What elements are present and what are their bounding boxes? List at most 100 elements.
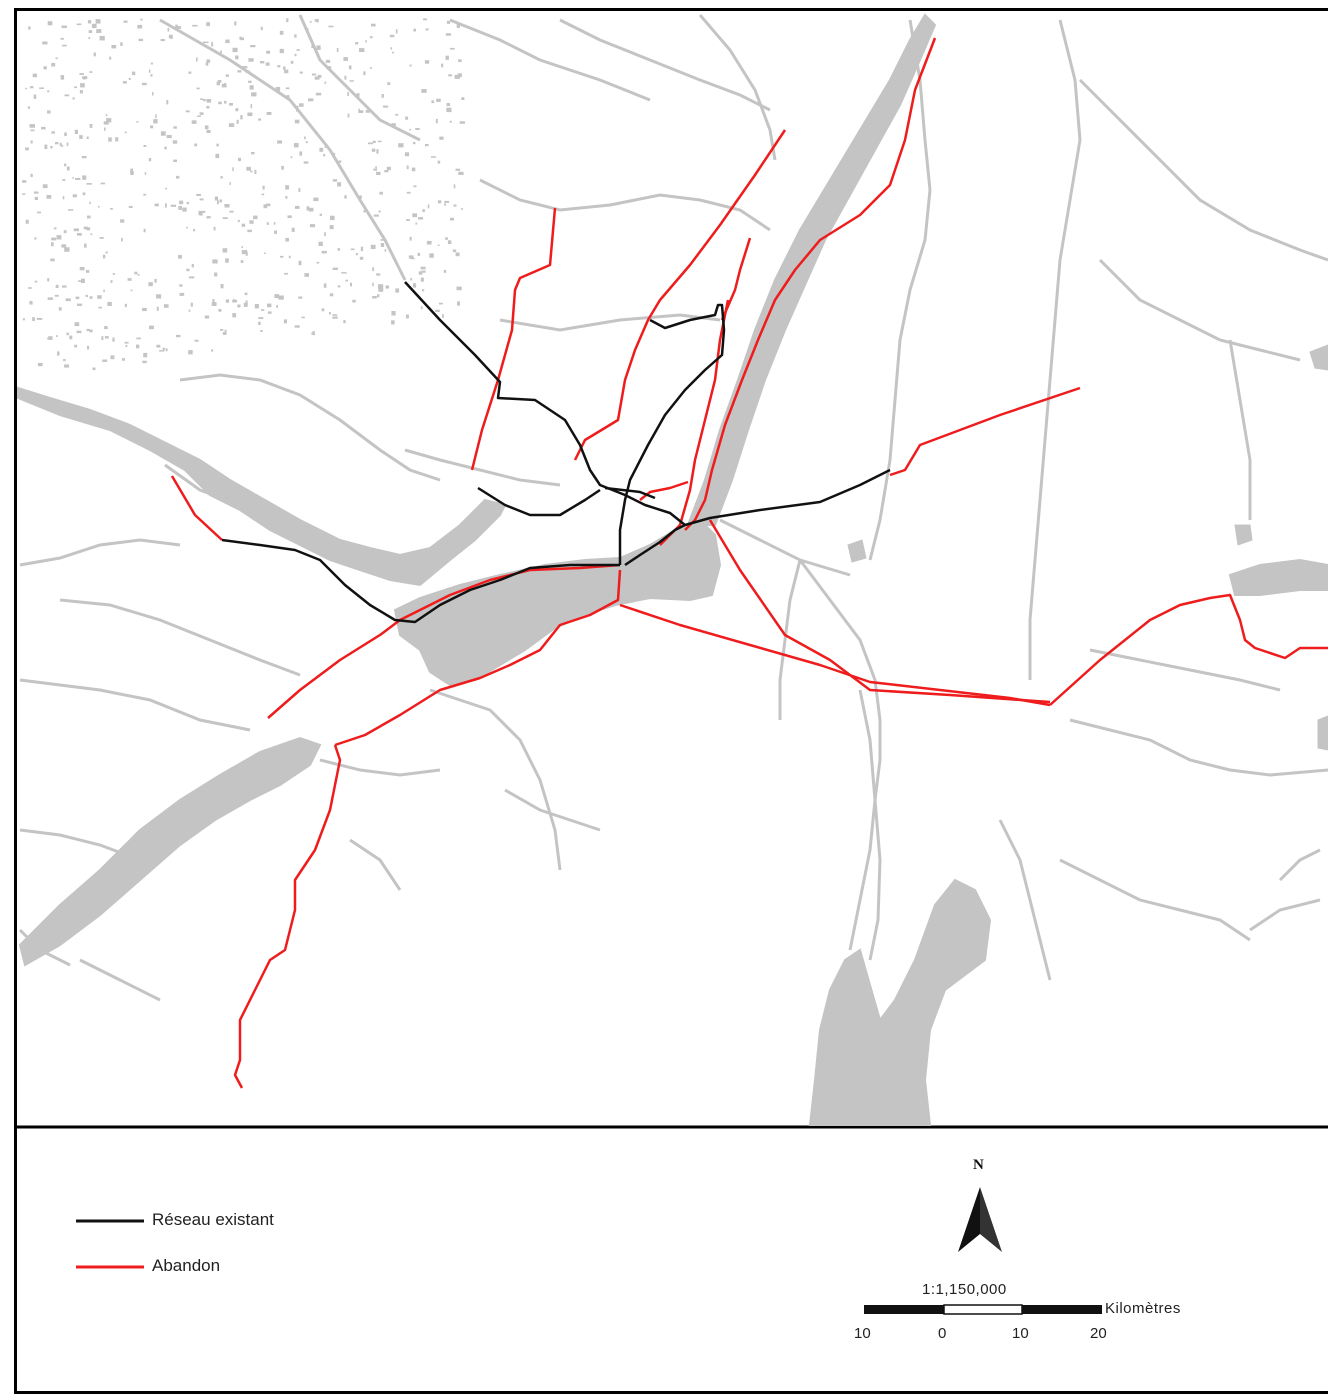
lake-speckle bbox=[89, 71, 93, 73]
lake-speckle bbox=[29, 124, 35, 128]
lake-speckle bbox=[87, 345, 90, 350]
lake-speckle bbox=[324, 81, 327, 84]
lake-speckle bbox=[254, 169, 257, 174]
lake-speckle bbox=[121, 237, 123, 242]
lake-speckle bbox=[424, 60, 430, 64]
lake-speckle bbox=[305, 141, 308, 144]
lake-speckle bbox=[165, 187, 168, 190]
lake-speckle bbox=[166, 135, 172, 139]
lake-speckle bbox=[296, 107, 299, 112]
lake-speckle bbox=[275, 86, 281, 92]
lake-speckle bbox=[137, 24, 143, 29]
lake-speckle bbox=[56, 335, 58, 337]
lake-speckle bbox=[445, 237, 448, 240]
legend-label-existing: Réseau existant bbox=[152, 1210, 274, 1229]
lake-speckle bbox=[301, 316, 305, 319]
lake-speckle bbox=[449, 120, 452, 123]
lake-speckle bbox=[372, 140, 376, 143]
lake-speckle bbox=[61, 25, 67, 28]
abandon-network bbox=[170, 37, 1328, 1089]
lake-speckle bbox=[105, 114, 108, 117]
lake-speckle bbox=[128, 205, 133, 208]
lake-speckle bbox=[395, 113, 399, 116]
river-north-3 bbox=[449, 18, 651, 102]
lake-speckle bbox=[240, 260, 244, 263]
lake-speckle bbox=[76, 330, 82, 334]
lake-speckle bbox=[352, 299, 356, 303]
river-layer bbox=[18, 14, 1328, 1002]
lake-speckle bbox=[259, 61, 265, 64]
lake-speckle bbox=[112, 273, 116, 275]
lake-speckle bbox=[22, 318, 25, 321]
existing-line-west bbox=[221, 538, 620, 624]
lake-speckle bbox=[166, 100, 169, 105]
lake-speckle bbox=[148, 282, 153, 287]
lake-speckle bbox=[64, 132, 67, 136]
lake-speckle bbox=[405, 116, 409, 120]
lake-speckle bbox=[89, 124, 93, 128]
lake-speckle bbox=[378, 284, 384, 289]
lake-speckle bbox=[89, 201, 91, 205]
lake-speckle bbox=[251, 152, 255, 155]
lake-speckle bbox=[337, 248, 341, 251]
lake-speckle bbox=[384, 170, 389, 173]
lake-speckle bbox=[229, 182, 231, 186]
lake-speckle bbox=[128, 77, 131, 80]
lake-speckle bbox=[413, 185, 417, 188]
existing-line-northwest bbox=[404, 281, 686, 526]
lake-speckle bbox=[148, 158, 152, 162]
lake-speckle bbox=[355, 42, 359, 45]
lake-speckle bbox=[279, 48, 284, 54]
lake-speckle bbox=[413, 28, 416, 32]
lake-speckle bbox=[176, 334, 181, 338]
lake-speckle bbox=[266, 222, 269, 225]
river-north-4 bbox=[559, 18, 771, 112]
river-south-2 bbox=[504, 788, 601, 832]
lake-speckle bbox=[308, 98, 314, 102]
lake-speckle bbox=[99, 36, 105, 41]
lake-speckle bbox=[50, 146, 53, 149]
lake-speckle bbox=[58, 307, 62, 311]
lake-speckle bbox=[343, 320, 346, 324]
lake-speckle bbox=[215, 153, 220, 158]
lake-speckle bbox=[358, 110, 364, 113]
lake-speckle bbox=[86, 227, 91, 231]
lake-speckle bbox=[372, 267, 375, 271]
lake-speckle bbox=[314, 76, 320, 80]
lake-speckle bbox=[365, 40, 367, 43]
abandon-line-north-1 bbox=[720, 237, 752, 321]
lake-speckle bbox=[25, 147, 29, 151]
lake-speckle bbox=[206, 105, 210, 109]
abandon-line-south-1 bbox=[334, 569, 622, 747]
lake-speckle bbox=[220, 329, 224, 331]
lake-speckle bbox=[267, 311, 272, 314]
lake-speckle bbox=[136, 121, 139, 123]
lake-speckle bbox=[75, 177, 81, 180]
lake-speckle bbox=[298, 260, 302, 266]
lake-speckle bbox=[420, 306, 423, 310]
lake-deux-montagnes bbox=[17, 386, 507, 587]
lake-speckle bbox=[168, 34, 172, 39]
lake-speckle bbox=[61, 244, 67, 248]
lake-speckle bbox=[72, 177, 74, 179]
lake-speckle bbox=[330, 215, 335, 221]
lake-speckle bbox=[92, 367, 96, 371]
lake-speckle bbox=[365, 110, 370, 113]
lake-speckle bbox=[323, 283, 327, 288]
lake-speckle bbox=[387, 82, 391, 85]
lake-speckle bbox=[281, 165, 284, 170]
lake-speckle bbox=[431, 100, 435, 104]
lake-speckle bbox=[381, 94, 384, 98]
lake-speckle bbox=[284, 272, 288, 275]
lake-speckle bbox=[370, 244, 376, 249]
lake-speckle bbox=[165, 348, 168, 352]
lake-speckle bbox=[458, 59, 462, 63]
lake-speckle bbox=[425, 144, 429, 147]
lake-speckle bbox=[159, 350, 165, 352]
lake-speckle bbox=[191, 120, 197, 124]
lake-speckle bbox=[439, 302, 443, 305]
lake-speckle bbox=[274, 294, 280, 299]
lake-speckle bbox=[262, 185, 265, 190]
lake-speckle bbox=[122, 358, 125, 361]
lake-speckle bbox=[418, 271, 423, 275]
